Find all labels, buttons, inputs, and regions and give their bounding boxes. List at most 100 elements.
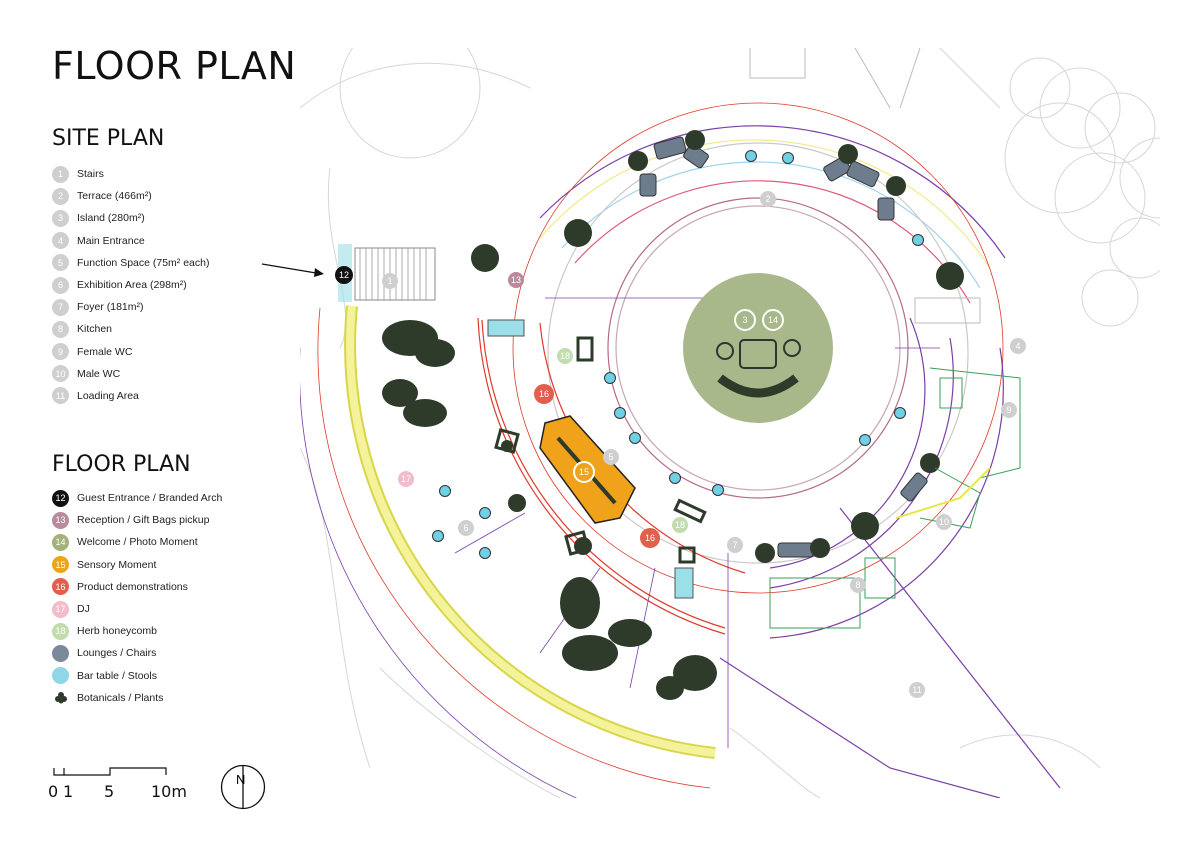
floor-plan-legend-item: 18 Herb honeycomb xyxy=(52,620,222,642)
bar-tables xyxy=(432,150,924,559)
scale-label-10m: 10m xyxy=(151,782,187,801)
site-plan-legend-badge: 7 xyxy=(52,298,69,316)
site-plan-legend-badge: 8 xyxy=(52,320,69,338)
floor-plan-legend-item: Bar table / Stools xyxy=(52,665,222,687)
site-plan-legend-badge: 5 xyxy=(52,254,69,272)
floor-plan-legend-label: Reception / Gift Bags pickup xyxy=(77,514,210,527)
marker-16a: 16 xyxy=(534,384,554,404)
scale-bar xyxy=(53,767,167,776)
service-rooms xyxy=(769,367,1021,629)
marker-9-label: 9 xyxy=(1006,405,1011,415)
marker-9: 9 xyxy=(1001,402,1017,418)
page-title: FLOOR PLAN xyxy=(52,44,297,88)
site-plan-legend-badge: 11 xyxy=(52,387,69,405)
marker-2: 2 xyxy=(760,191,776,207)
site-plan-legend-badge: 4 xyxy=(52,232,69,250)
site-plan-legend-item: 2 Terrace (466m²) xyxy=(52,185,209,207)
floor-plan-legend-label: Product demonstrations xyxy=(77,580,188,593)
island xyxy=(683,273,833,423)
site-plan-legend-label: Exhibition Area (298m²) xyxy=(77,279,187,292)
floor-plan-legend-label: Sensory Moment xyxy=(77,558,157,571)
site-plan-legend-item: 11 Loading Area xyxy=(52,385,209,407)
marker-17: 17 xyxy=(398,471,414,487)
site-plan-legend-label: Island (280m²) xyxy=(77,212,145,225)
marker-16b: 16 xyxy=(640,528,660,548)
site-plan-legend-label: Foyer (181m²) xyxy=(77,301,144,314)
marker-16a-label: 16 xyxy=(539,389,549,399)
marker-3-label: 3 xyxy=(742,315,747,325)
marker-2-label: 2 xyxy=(765,194,770,204)
site-plan-legend-label: Terrace (466m²) xyxy=(77,190,152,203)
floor-plan-legend-label: Lounges / Chairs xyxy=(77,647,157,660)
entrance-arrow-icon xyxy=(261,263,324,277)
marker-13-label: 13 xyxy=(511,275,521,285)
floor-plan-legend-item: 17 DJ xyxy=(52,598,222,620)
floor-plan-legend-label: Welcome / Photo Moment xyxy=(77,536,198,549)
site-plan-legend-badge: 3 xyxy=(52,209,69,227)
site-plan-legend-item: 1 Stairs xyxy=(52,163,209,185)
botanicals xyxy=(382,130,964,700)
marker-5-label: 5 xyxy=(608,452,613,462)
marker-10: 10 xyxy=(936,514,952,530)
site-plan-legend-item: 4 Main Entrance xyxy=(52,230,209,252)
floor-plan-legend-badge: 16 xyxy=(52,578,69,596)
marker-18b: 18 xyxy=(672,517,688,533)
marker-18a: 18 xyxy=(557,348,573,364)
site-plan-legend-label: Loading Area xyxy=(77,389,139,402)
site-plan-legend-label: Kitchen xyxy=(77,323,113,336)
floor-plan-legend-badge: 12 xyxy=(52,489,69,507)
floor-plan-legend-item: 12 Guest Entrance / Branded Arch xyxy=(52,487,222,509)
marker-1-label: 1 xyxy=(387,276,392,286)
marker-13: 13 xyxy=(508,272,524,288)
floor-plan-legend-item: Botanicals / Plants xyxy=(52,687,222,709)
site-plan-legend-label: Main Entrance xyxy=(77,234,145,247)
site-plan-legend-item: 8 Kitchen xyxy=(52,318,209,340)
site-plan-legend-item: 7 Foyer (181m²) xyxy=(52,296,209,318)
floor-plan-heading: FLOOR PLAN xyxy=(52,452,191,477)
marker-7-label: 7 xyxy=(732,540,737,550)
floor-plan-legend-item: 14 Welcome / Photo Moment xyxy=(52,531,222,553)
site-plan-legend-label: Function Space (75m² each) xyxy=(77,256,210,269)
site-plan-legend-item: 9 Female WC xyxy=(52,341,209,363)
north-openings xyxy=(749,48,981,324)
site-plan-legend-badge: 2 xyxy=(52,187,69,205)
floor-plan-legend-label: Botanicals / Plants xyxy=(77,691,164,704)
floor-plan-legend-label: Herb honeycomb xyxy=(77,625,157,638)
site-plan-legend-item: 6 Exhibition Area (298m²) xyxy=(52,274,209,296)
floor-plan-legend-label: DJ xyxy=(77,603,90,616)
marker-5: 5 xyxy=(603,449,619,465)
marker-7: 7 xyxy=(727,537,743,553)
site-plan-legend-badge: 1 xyxy=(52,165,69,183)
marker-10-label: 10 xyxy=(939,517,949,527)
site-plan-legend-label: Male WC xyxy=(77,367,121,380)
site-plan-legend-label: Stairs xyxy=(77,168,104,181)
floor-plan-legend-badge: 17 xyxy=(52,600,69,618)
floor-plan-legend-label: Guest Entrance / Branded Arch xyxy=(77,492,223,505)
floor-plan-legend-item: 16 Product demonstrations xyxy=(52,576,222,598)
marker-17-label: 17 xyxy=(401,474,411,484)
floor-plan-legend-badge xyxy=(52,667,69,685)
marker-1: 1 xyxy=(382,273,398,289)
marker-6: 6 xyxy=(458,520,474,536)
marker-11: 11 xyxy=(909,682,925,698)
floor-plan-legend-badge: 14 xyxy=(52,533,69,551)
island-furniture xyxy=(716,339,801,398)
floor-plan-legend-badge: 18 xyxy=(52,622,69,640)
marker-4: 4 xyxy=(1010,338,1026,354)
floor-plan-legend-badge: 15 xyxy=(52,556,69,574)
function-rings xyxy=(477,102,1004,635)
marker-3: 3 xyxy=(734,309,756,331)
north-arrow-icon: N xyxy=(220,764,266,810)
floor-plan-legend-item: 15 Sensory Moment xyxy=(52,554,222,576)
reception-booth xyxy=(487,319,694,599)
site-plan-heading: SITE PLAN xyxy=(52,126,165,151)
site-plan-drawing: 1 2 3 4 5 6 7 8 9 10 11 12 13 14 15 16 1… xyxy=(300,48,1160,798)
site-plan-legend-label: Female WC xyxy=(77,345,133,358)
site-plan-legend-badge: 9 xyxy=(52,343,69,361)
site-plan-legend-badge: 6 xyxy=(52,276,69,294)
marker-18a-label: 18 xyxy=(560,351,570,361)
marker-16b-label: 16 xyxy=(645,533,655,543)
